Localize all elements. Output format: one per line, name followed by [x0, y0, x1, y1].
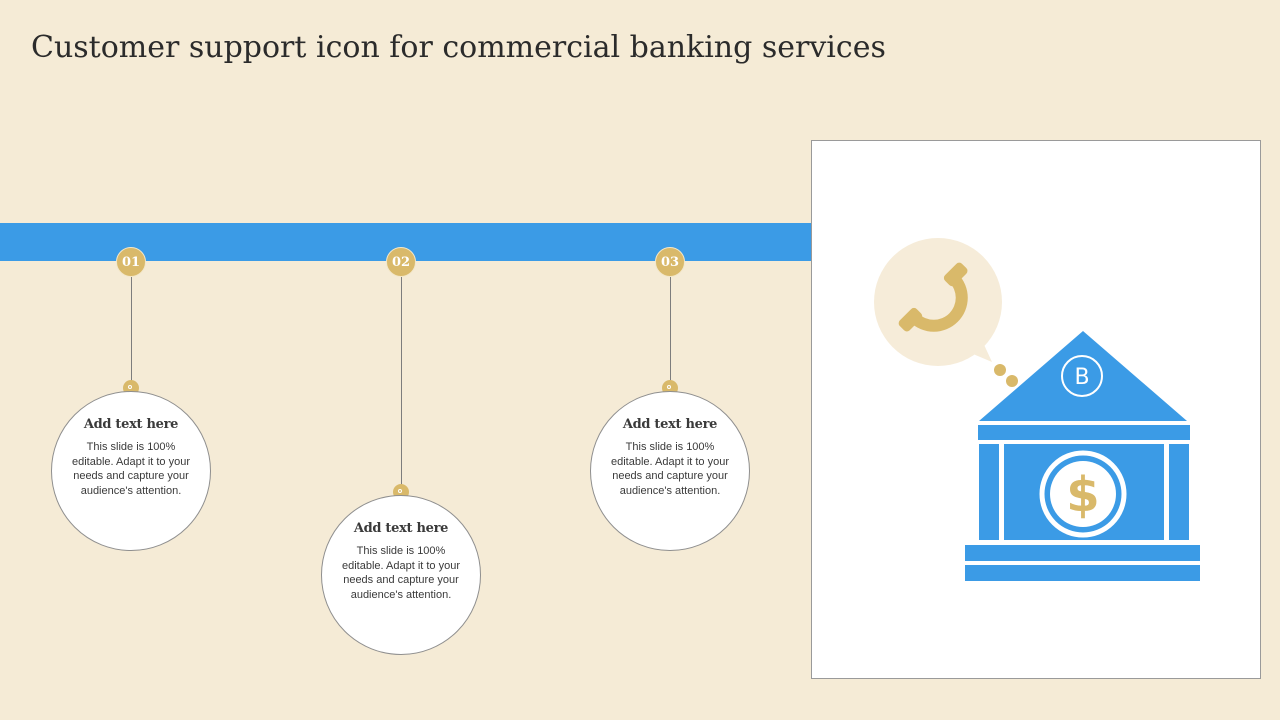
- step-number-badge-3: 03: [655, 247, 685, 277]
- speech-bubble-icon: [874, 238, 1018, 387]
- step-number-badge-2: 02: [386, 247, 416, 277]
- customer-support-illustration: B $: [874, 238, 1200, 581]
- bank-letter: B: [1074, 365, 1089, 390]
- slide-title: Customer support icon for commercial ban…: [31, 30, 886, 65]
- dollar-sign: $: [1066, 467, 1099, 523]
- step-body-1: This slide is 100% editable. Adapt it to…: [71, 441, 191, 497]
- step-heading-3: Add text here: [622, 417, 718, 432]
- phone-icon: [898, 262, 968, 332]
- step-card-2: Add text here This slide is 100% editabl…: [321, 495, 481, 655]
- connector-line-2: [401, 277, 402, 485]
- connector-line-3: [670, 277, 671, 381]
- step-number-badge-1: 01: [116, 247, 146, 277]
- step-heading-2: Add text here: [353, 521, 449, 536]
- step-card-1: Add text here This slide is 100% editabl…: [51, 391, 211, 551]
- bank-building-icon: B $: [965, 331, 1200, 581]
- step-heading-1: Add text here: [83, 417, 179, 432]
- connector-line-1: [131, 277, 132, 381]
- step-card-3: Add text here This slide is 100% editabl…: [590, 391, 750, 551]
- illustration-panel: B $: [811, 140, 1261, 679]
- step-body-3: This slide is 100% editable. Adapt it to…: [610, 441, 730, 497]
- step-body-2: This slide is 100% editable. Adapt it to…: [341, 545, 461, 601]
